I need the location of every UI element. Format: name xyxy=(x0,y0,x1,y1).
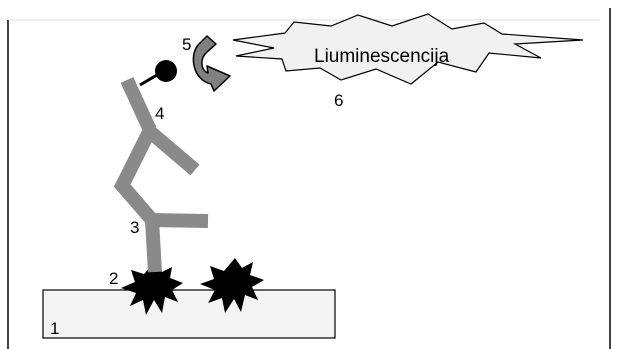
enzyme-circle-icon xyxy=(155,60,177,82)
label-4: 4 xyxy=(155,104,164,123)
label-2: 2 xyxy=(109,269,118,288)
label-6: 6 xyxy=(334,91,343,110)
curved-arrow-icon xyxy=(193,36,230,91)
label-1: 1 xyxy=(50,319,59,338)
secondary-antibody xyxy=(120,80,195,190)
solid-surface xyxy=(43,290,335,338)
label-3: 3 xyxy=(130,218,139,237)
luminescence-text: Liuminescencija xyxy=(314,46,450,67)
label-5: 5 xyxy=(182,35,191,54)
